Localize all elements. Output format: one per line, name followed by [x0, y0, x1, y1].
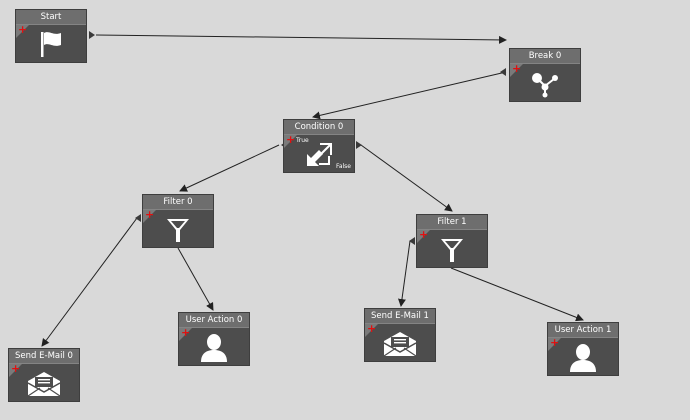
node-send-email-0[interactable]: Send E-Mail 0 + — [8, 348, 80, 402]
node-filter-0[interactable]: Filter 0 + — [142, 194, 214, 248]
node-title: Filter 0 — [143, 195, 213, 210]
edge-start-break0 — [95, 34, 507, 44]
input-port-filter1 — [409, 237, 415, 245]
output-port-condition0-false — [356, 141, 362, 149]
edge-filter0-sendmail0 — [41, 217, 138, 347]
node-condition-0[interactable]: Condition 0 + True False — [283, 119, 355, 173]
node-title: Filter 1 — [417, 215, 487, 230]
funnel-icon — [165, 216, 191, 244]
edge-break0-condition0 — [312, 71, 507, 120]
node-user-action-0[interactable]: User Action 0 + — [178, 312, 250, 366]
add-icon[interactable]: + — [11, 362, 21, 375]
node-title: User Action 1 — [548, 323, 618, 338]
node-title: Start — [16, 10, 86, 25]
node-filter-1[interactable]: Filter 1 + — [416, 214, 488, 268]
node-break-0[interactable]: Break 0 + — [509, 48, 581, 102]
edge-condition0-filter0 — [179, 144, 280, 192]
edge-filter1-useraction1 — [450, 267, 584, 322]
split-arrows-icon — [305, 140, 333, 168]
input-port-break0 — [500, 68, 506, 76]
node-send-email-1[interactable]: Send E-Mail 1 + — [364, 308, 436, 362]
add-icon[interactable]: + — [286, 133, 296, 146]
node-title: Send E-Mail 1 — [365, 309, 435, 324]
node-user-action-1[interactable]: User Action 1 + — [547, 322, 619, 376]
envelope-icon — [26, 371, 62, 397]
input-port-filter0 — [135, 214, 141, 222]
add-icon[interactable]: + — [367, 322, 377, 335]
envelope-icon — [382, 331, 418, 357]
add-icon[interactable]: + — [550, 336, 560, 349]
add-icon[interactable]: + — [512, 62, 522, 75]
node-title: Condition 0 — [284, 120, 354, 135]
node-title: User Action 0 — [179, 313, 249, 328]
false-port-label: False — [335, 163, 351, 170]
edge-filter0-useraction0 — [177, 247, 214, 311]
flag-icon — [38, 30, 64, 58]
user-icon — [199, 333, 229, 363]
add-icon[interactable]: + — [181, 326, 191, 339]
funnel-icon — [439, 236, 465, 264]
true-port-label: True — [296, 137, 309, 144]
user-icon — [568, 343, 598, 373]
add-icon[interactable]: + — [419, 228, 429, 241]
output-port-start — [89, 31, 95, 39]
edge-filter1-sendmail1 — [397, 240, 411, 307]
add-icon[interactable]: + — [18, 23, 28, 36]
node-title: Break 0 — [510, 49, 580, 64]
add-icon[interactable]: + — [145, 208, 155, 221]
branch-icon — [529, 70, 561, 98]
node-start[interactable]: Start + — [15, 9, 87, 63]
edge-condition0-filter1 — [360, 144, 453, 212]
node-title: Send E-Mail 0 — [9, 349, 79, 364]
